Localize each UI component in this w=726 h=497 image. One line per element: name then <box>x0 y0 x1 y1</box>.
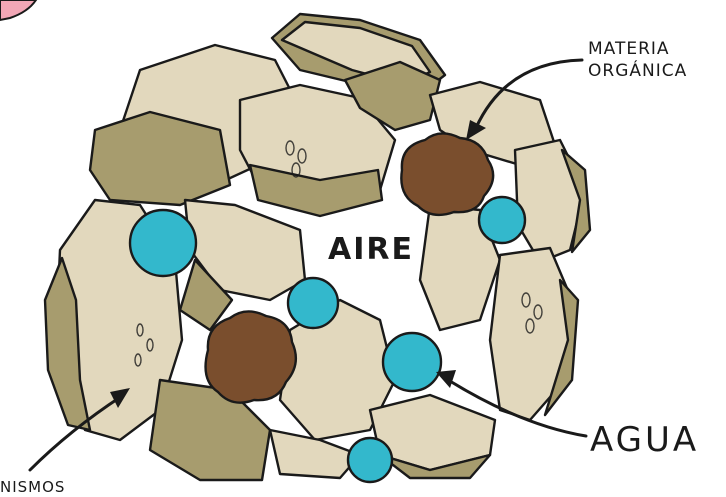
organic-matter-clump <box>206 311 296 402</box>
corner-accent <box>0 0 36 20</box>
water-droplet <box>130 210 196 276</box>
water-droplet <box>479 197 525 243</box>
agua-label: AGUA <box>590 420 699 460</box>
materia-label-line1: MATERIA <box>588 38 687 60</box>
water-droplet <box>288 278 338 328</box>
organismos-label: NISMOS <box>0 478 65 496</box>
water-droplet <box>348 438 392 482</box>
water-droplet <box>383 333 441 391</box>
rock-particle <box>90 112 230 205</box>
aire-label: AIRE <box>328 232 414 267</box>
materia-label-line2: ORGÁNICA <box>588 60 687 82</box>
materia-organica-label: MATERIA ORGÁNICA <box>588 38 687 82</box>
organic-matter-clump <box>401 133 493 214</box>
